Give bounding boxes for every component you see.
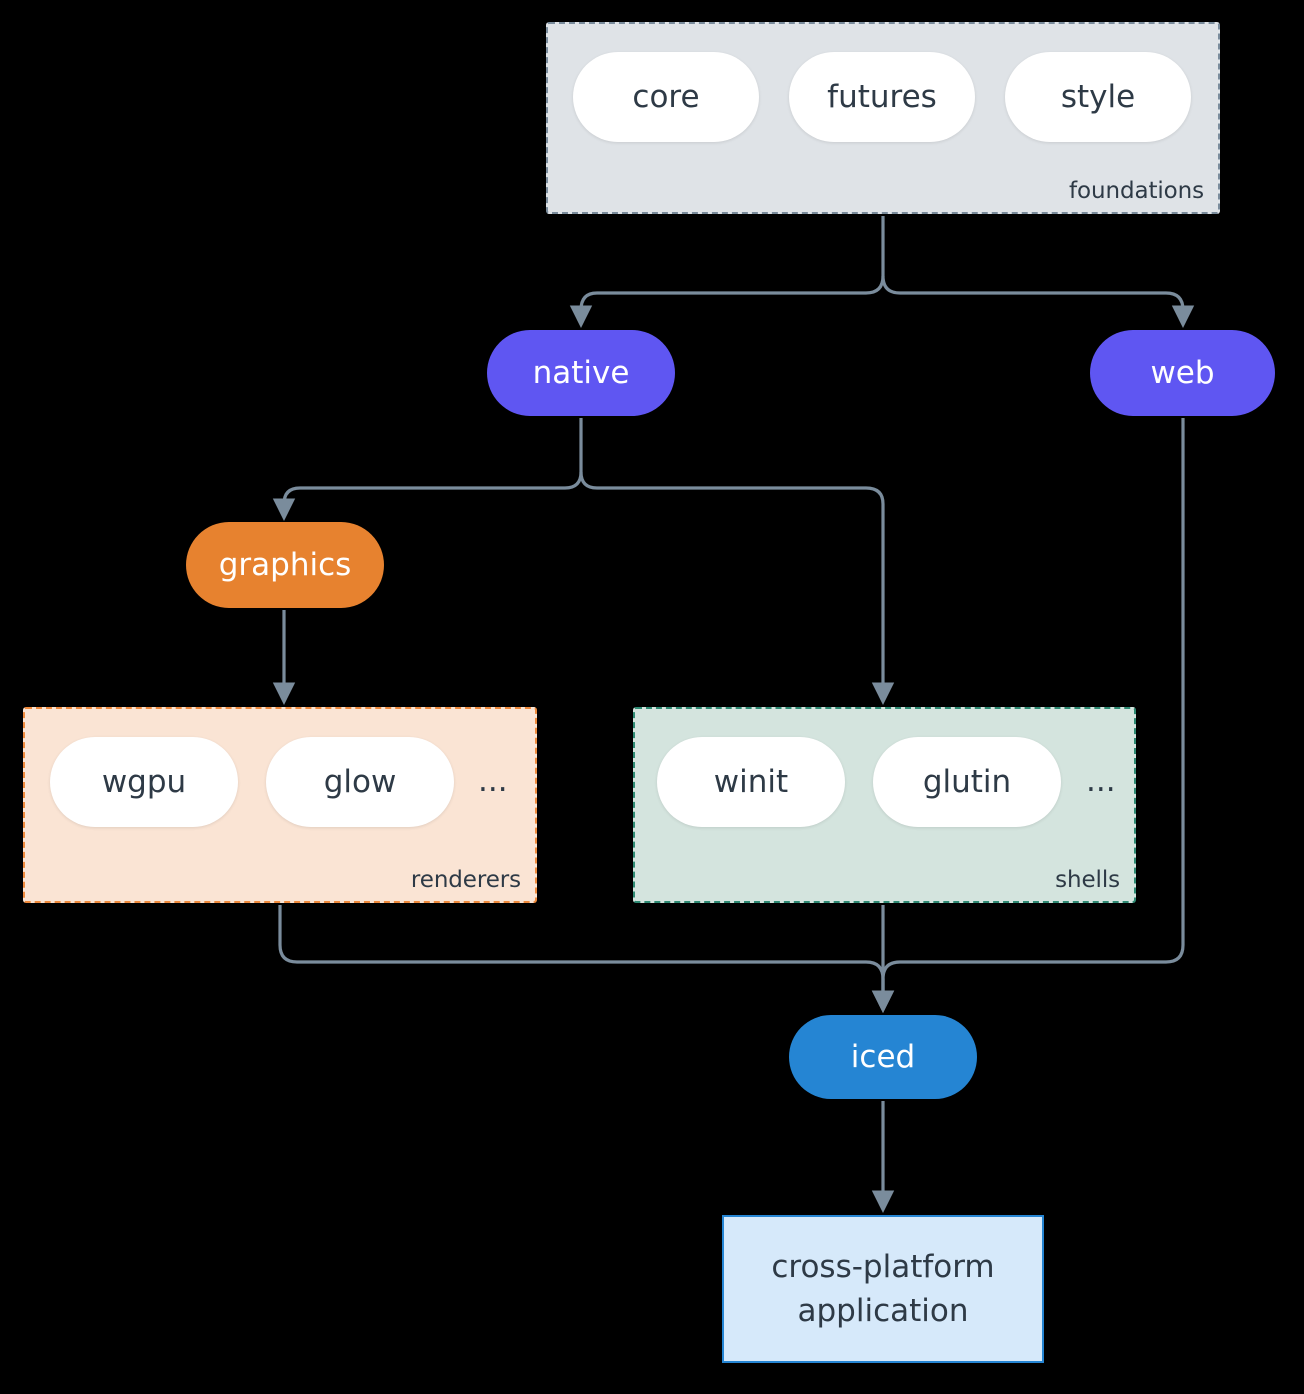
leaf-node-futures[interactable]: futures <box>789 52 975 142</box>
edge-foundations-native <box>569 216 885 328</box>
cluster-label-shells: shells <box>1055 867 1120 893</box>
node-native[interactable]: native <box>487 330 675 416</box>
cluster-label-renderers: renderers <box>410 867 521 893</box>
leaf-node-glow[interactable]: glow <box>266 737 454 827</box>
node-web[interactable]: web <box>1090 330 1275 416</box>
edge-renderers-iced <box>278 905 895 1013</box>
leaf-node-wgpu[interactable]: wgpu <box>50 737 238 827</box>
application-line-1: cross-platform <box>771 1248 995 1285</box>
shells-ellipsis: ... <box>1086 763 1116 799</box>
node-graphics[interactable]: graphics <box>186 522 384 608</box>
leaf-node-core[interactable]: core <box>573 52 759 142</box>
leaf-node-winit[interactable]: winit <box>657 737 845 827</box>
leaf-node-glutin[interactable]: glutin <box>873 737 1061 827</box>
cluster-label-foundations: foundations <box>1069 178 1204 204</box>
application-line-2: application <box>797 1293 969 1329</box>
renderers-ellipsis: ... <box>478 763 508 799</box>
edge-native-graphics <box>272 418 583 521</box>
node-cross-platform-application[interactable]: cross-platform application <box>722 1215 1044 1363</box>
edge-native-shells <box>579 471 895 705</box>
edge-foundations-web <box>881 275 1195 328</box>
leaf-node-style[interactable]: style <box>1005 52 1191 142</box>
node-iced[interactable]: iced <box>789 1015 977 1099</box>
